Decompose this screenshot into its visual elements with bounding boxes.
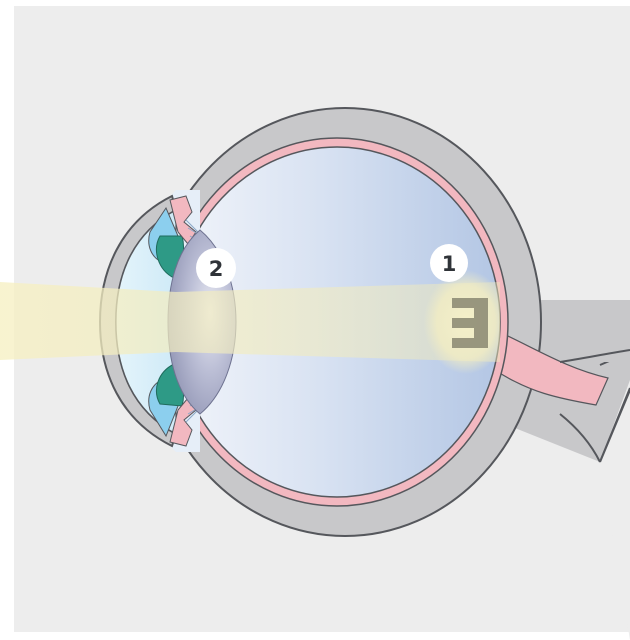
marker-1-label: 1 [442,252,457,276]
letter-e-icon [452,298,488,348]
marker-1: 1 [430,244,468,282]
marker-2-label: 2 [209,257,224,281]
marker-2: 2 [196,248,236,288]
